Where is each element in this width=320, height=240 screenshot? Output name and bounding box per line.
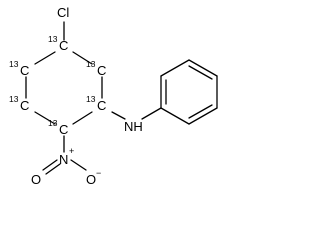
charge-positive: + — [69, 146, 74, 156]
isotope-label: 13 — [48, 34, 58, 44]
phenyl-ring — [160, 59, 218, 125]
atom-nitrogen: N — [59, 152, 68, 167]
charge-negative: − — [96, 168, 101, 178]
atom-oxygen-single: O — [86, 172, 96, 187]
bond-c3-c4 — [34, 111, 56, 125]
ring-carbon-c4: 13 C — [48, 118, 68, 137]
isotope-label: 13 — [48, 118, 58, 128]
bond-nh-phenyl — [141, 107, 162, 120]
carbon-symbol: C — [97, 98, 106, 113]
nitro-group: N + O O − — [31, 146, 101, 187]
chemical-structure: Cl 13 C 13 C 13 C 13 C 13 C 13 C NH N + … — [9, 5, 218, 187]
carbon-symbol: C — [20, 98, 29, 113]
carbon-symbol: C — [59, 38, 68, 53]
bond-n-o-single — [70, 159, 87, 171]
isotope-label: 13 — [86, 94, 96, 104]
phenyl-bond-5-inner — [188, 104, 213, 119]
carbon-symbol: C — [20, 63, 29, 78]
isotope-label: 13 — [9, 94, 19, 104]
atom-amine: NH — [124, 119, 143, 134]
carbon-symbol: C — [59, 122, 68, 137]
phenyl-bond-2 — [160, 59, 190, 77]
ring-carbon-c1: 13 C — [48, 34, 68, 53]
isotope-label: 13 — [9, 59, 19, 69]
bond-c1-c2 — [34, 51, 56, 65]
atom-chlorine: Cl — [57, 5, 69, 20]
bond-n-o-double-a — [42, 159, 58, 171]
bond-n-o-double-b — [45, 163, 61, 175]
bond-c5-nh — [111, 111, 126, 120]
ring-carbon-c3: 13 C — [9, 94, 29, 113]
phenyl-bond-6 — [160, 107, 190, 125]
bonds — [25, 21, 162, 175]
phenyl-bond-5 — [188, 107, 218, 125]
bond-c5-c4 — [72, 111, 93, 125]
ring-carbon-c6: 13 C — [86, 59, 106, 78]
ring-carbon-c2: 13 C — [9, 59, 29, 78]
phenyl-bond-3 — [188, 59, 218, 77]
phenyl-bond-3-inner — [188, 65, 213, 80]
carbon-symbol: C — [97, 63, 106, 78]
ring-carbon-c5: 13 C — [86, 94, 106, 113]
atom-oxygen-double: O — [31, 172, 41, 187]
isotope-label: 13 — [86, 59, 96, 69]
bond-c1-c6 — [72, 51, 93, 65]
